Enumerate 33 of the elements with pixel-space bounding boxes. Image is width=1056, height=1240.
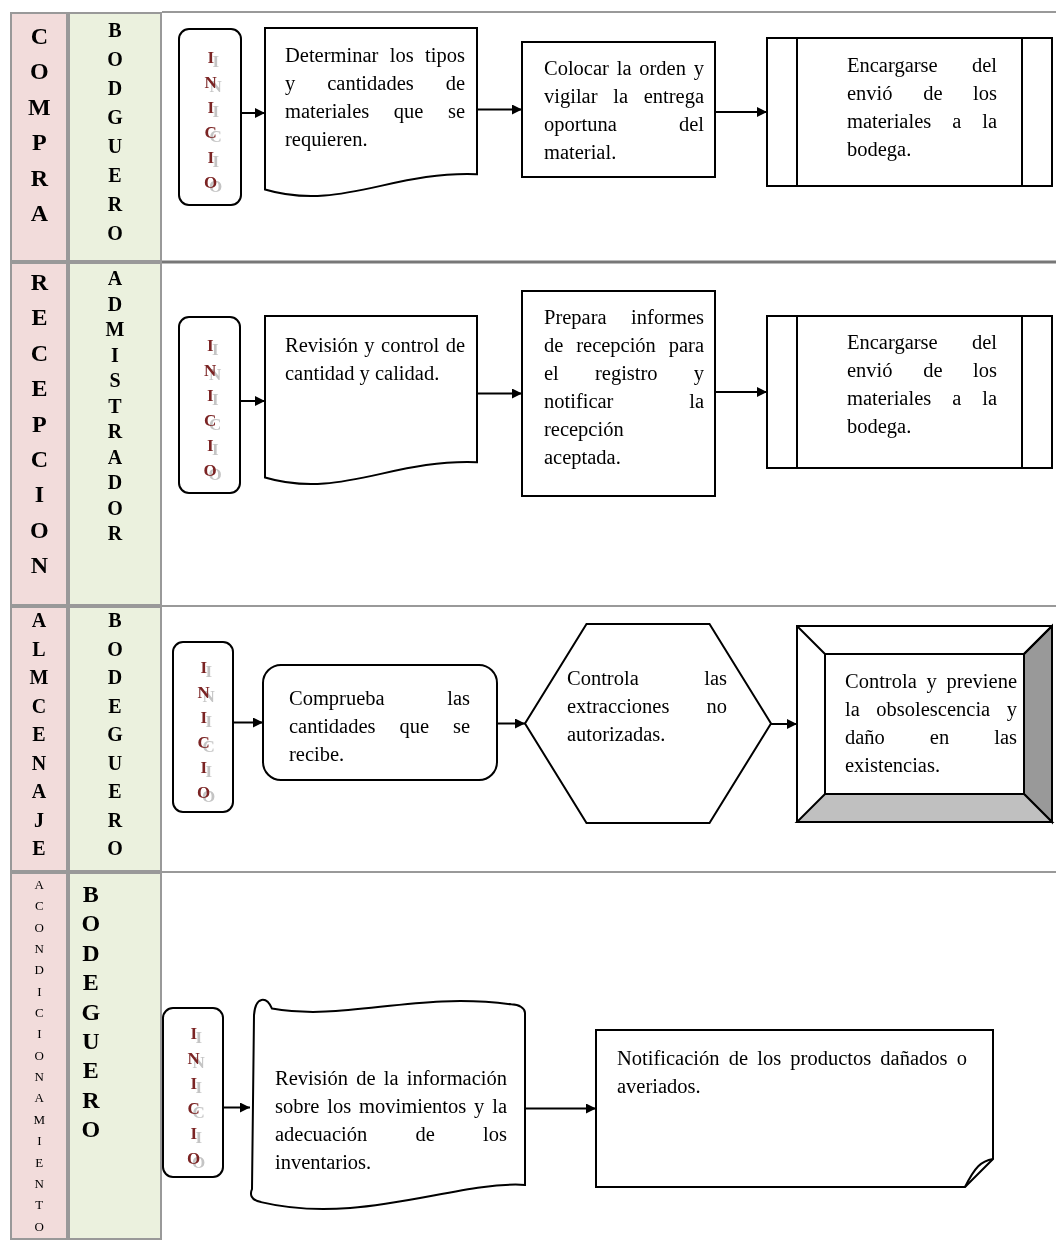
role-header: BODEGUERO (68, 606, 162, 872)
lane-header: COMPRA (10, 12, 68, 262)
arrow (240, 396, 266, 406)
arrow (714, 387, 768, 397)
process-box: Prepara informes de recepción para el registro y notificar la recepción aceptada. (522, 291, 715, 496)
start-terminal: INICIO (178, 316, 241, 494)
predefined-process-box: Encargarse del envió de los materiales a la bodega. (767, 316, 1052, 468)
role-header: BODEGUERO (68, 872, 162, 1240)
start-terminal: INICIO (162, 1007, 224, 1178)
arrow (770, 719, 798, 729)
arrow (233, 717, 264, 728)
lane-header: ACONDICIONAMIENTO (10, 872, 68, 1240)
rounded-process-box: Comprueba las cantidades que se recibe. (263, 665, 497, 780)
process-box: Colocar la orden y vigilar la entrega oportuna del material. (522, 42, 715, 177)
arrow (476, 104, 523, 115)
arrow (241, 108, 266, 118)
arrow (524, 1103, 597, 1114)
preparation-hexagon: Controla las extracciones no autorizadas. (525, 624, 771, 823)
lane-header: ALMCENAJE (10, 606, 68, 872)
start-terminal: INICIO (178, 28, 242, 206)
arrow (714, 107, 768, 117)
note-shape: Notificación de los productos dañados o averiados. (596, 1030, 993, 1187)
predefined-process-box: Encargarse del envió de los materiales a la bodega. (767, 38, 1052, 186)
bevel-box: Controla y previene la obsolescencia y daño en las existencias. (797, 626, 1052, 822)
lane-header: RECEPCION (10, 262, 68, 606)
document-shape: Revisión y control de cantidad y calidad. (265, 316, 477, 486)
role-header: BODGUERO (68, 12, 162, 262)
arrow (223, 1102, 251, 1113)
arrow (496, 718, 526, 729)
document-shape: Determinar los tipos y cantidades de materiales que se requieren. (265, 28, 477, 198)
start-terminal: INICIO (172, 641, 234, 813)
arrow (476, 388, 523, 399)
role-header: ADMISTRADOR (68, 262, 162, 606)
